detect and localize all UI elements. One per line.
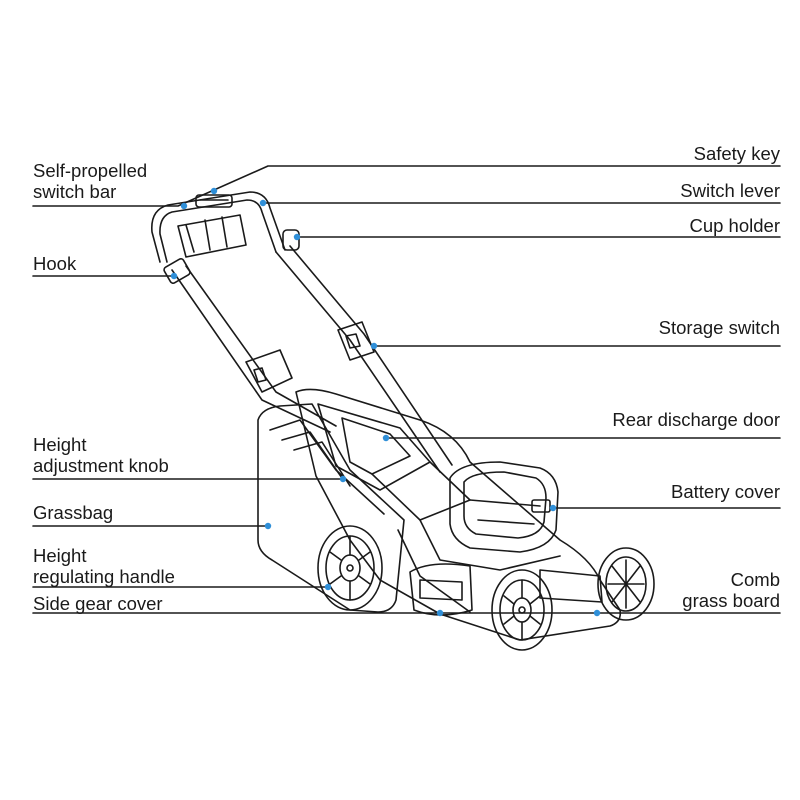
- label-side-gear-cover: Side gear cover: [33, 593, 163, 614]
- label-height-regulating-handle: Height regulating handle: [33, 545, 175, 587]
- callout-dots: [170, 187, 601, 617]
- label-comb-grass-board: Comb grass board: [682, 569, 780, 611]
- label-storage-switch: Storage switch: [658, 317, 780, 338]
- label-self-propelled-switch-bar: Self-propelled switch bar: [33, 160, 148, 202]
- rear-left-wheel: [317, 525, 383, 611]
- label-battery-cover: Battery cover: [671, 481, 780, 502]
- leader-lines: [32, 165, 781, 614]
- label-height-adjustment-knob: Height adjustment knob: [33, 434, 169, 476]
- battery-pack-outline: [449, 461, 559, 553]
- callout-dot-cup-holder: [293, 233, 301, 241]
- label-hook: Hook: [33, 253, 77, 274]
- handle-top-loop: [151, 191, 286, 263]
- label-rear-discharge-door: Rear discharge door: [612, 409, 780, 430]
- label-safety-key: Safety key: [693, 143, 780, 164]
- callout-dot-battery-cover: [549, 504, 557, 512]
- callout-dot-storage-switch: [370, 342, 378, 350]
- right-handle-tube: [275, 229, 453, 473]
- grassbag-outline: [257, 403, 405, 613]
- label-switch-lever: Switch lever: [680, 180, 780, 201]
- callout-dot-comb-grass-board: [593, 609, 601, 617]
- callout-dot-height-adjustment-knob: [339, 475, 347, 483]
- mower-deck-outline: [295, 388, 622, 641]
- callout-dot-height-regulating-handle: [324, 583, 332, 591]
- front-left-wheel: [491, 569, 553, 651]
- callout-dot-switch-lever: [259, 199, 267, 207]
- left-handle-tube: [163, 258, 337, 433]
- label-grassbag: Grassbag: [33, 502, 114, 523]
- callout-dot-safety-key: [210, 187, 218, 195]
- callout-dot-grassbag: [264, 522, 272, 530]
- label-cup-holder: Cup holder: [689, 215, 780, 236]
- callout-dot-hook: [170, 272, 178, 280]
- callout-dot-rear-discharge-door: [382, 434, 390, 442]
- callout-dot-side-gear-cover: [436, 609, 444, 617]
- callout-dot-self-propelled-switch-bar: [180, 202, 188, 210]
- front-right-wheel: [597, 547, 655, 621]
